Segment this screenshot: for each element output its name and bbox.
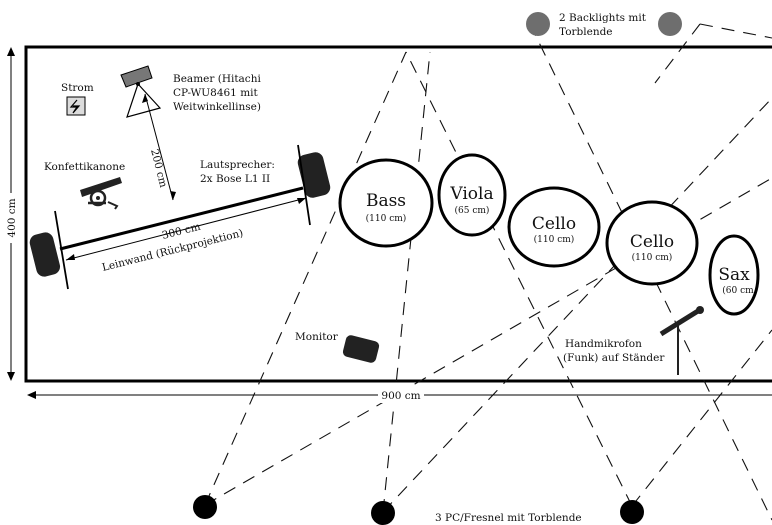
projection-distance-label: 200 cm xyxy=(148,148,169,189)
front-light-left-icon xyxy=(193,495,217,519)
beamer-label-line3: Weitwinkellinse) xyxy=(173,101,261,113)
strom-label: Strom xyxy=(61,82,94,94)
backlights-label-line1: 2 Backlights mit xyxy=(559,12,647,24)
instrument-name: Bass xyxy=(366,191,406,211)
instrument-sax: Sax (60 cm xyxy=(708,234,760,316)
speakers-label-line2: 2x Bose L1 II xyxy=(200,173,270,185)
instrument-name: Viola xyxy=(449,184,493,204)
backlights-label-line2: Torblende xyxy=(559,26,613,38)
instrument-cello-2: Cello (110 cm) xyxy=(605,200,699,286)
instrument-name: Cello xyxy=(630,232,674,252)
stage-outline xyxy=(24,45,772,383)
screen-width-line xyxy=(65,197,307,261)
instrument-size: (65 cm) xyxy=(455,205,490,216)
instrument-size: (110 cm) xyxy=(366,213,407,224)
monitor-icon xyxy=(342,335,380,363)
confetti-cannon-icon xyxy=(80,177,122,210)
mic-stand-icon xyxy=(659,306,704,375)
backlight-left-icon xyxy=(526,12,550,36)
beamer-label-line2: CP-WU8461 mit xyxy=(173,87,259,99)
monitor-label: Monitor xyxy=(295,331,339,343)
speakers-label-line1: Lautsprecher: xyxy=(200,159,275,171)
front-lights-label: 3 PC/Fresnel mit Torblende xyxy=(435,512,582,524)
instrument-cello-1: Cello (110 cm) xyxy=(507,186,601,268)
beamer-icon xyxy=(120,65,162,118)
depth-dimension-label: 400 cm xyxy=(6,198,18,237)
konfetti-label: Konfettikanone xyxy=(44,161,125,173)
speaker-left-icon xyxy=(29,232,61,277)
width-dimension-label: 900 cm xyxy=(381,390,420,402)
projection-screen xyxy=(59,186,304,251)
instrument-size: (60 cm xyxy=(722,285,754,296)
instrument-size: (110 cm) xyxy=(632,252,673,263)
mic-label-line2: (Funk) auf Ständer xyxy=(563,352,665,364)
speaker-right-stand xyxy=(297,144,311,226)
lightning-icon xyxy=(69,99,81,114)
instrument-size: (110 cm) xyxy=(534,234,575,245)
front-light-right-icon xyxy=(620,500,644,524)
mic-label-line1: Handmikrofon xyxy=(565,338,642,350)
front-light-center-icon xyxy=(371,501,395,525)
instrument-name: Sax xyxy=(718,265,750,285)
instrument-bass: Bass (110 cm) xyxy=(338,158,434,248)
backlight-right-icon xyxy=(658,12,682,36)
instrument-viola: Viola (65 cm) xyxy=(437,153,507,237)
beamer-label-line1: Beamer (Hitachi xyxy=(173,73,261,85)
instrument-name: Cello xyxy=(532,214,576,234)
projection-distance-line xyxy=(144,93,174,201)
speaker-right-icon xyxy=(297,152,331,198)
light-beams xyxy=(204,23,772,521)
